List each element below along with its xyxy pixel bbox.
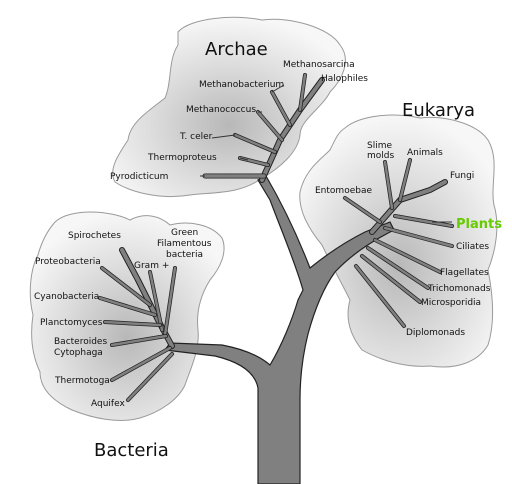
taxon-plants: Plants [456, 217, 502, 232]
taxon-methanobacterium: Methanobacterium [199, 80, 284, 90]
domain-label-eukarya: Eukarya [402, 100, 475, 121]
taxon-green-filamentous-line3: bacteria [166, 250, 203, 260]
taxon-methanococcus: Methanococcus [186, 105, 256, 115]
taxon-green-filamentous-line2: Filamentous [157, 239, 212, 249]
taxon-slime-molds-line1: Slime [367, 141, 392, 151]
taxon-proteobacteria: Proteobacteria [35, 257, 101, 267]
taxon-aquifex: Aquifex [91, 399, 125, 409]
taxon-thermotoga: Thermotoga [54, 376, 110, 386]
taxon-spirochetes: Spirochetes [68, 231, 121, 241]
taxon-green-filamentous-line1: Green [171, 228, 198, 238]
taxon-cyanobacteria: Cyanobacteria [34, 292, 99, 302]
taxon-animals: Animals [407, 148, 443, 158]
taxon-ciliates: Ciliates [456, 242, 489, 252]
taxon-slime-molds-line2: molds [367, 151, 394, 161]
taxon-fungi: Fungi [450, 171, 474, 181]
taxon-planctomyces: Planctomyces [40, 318, 103, 328]
taxon-bacteroides: Bacteroides [54, 337, 107, 347]
taxon-cytophaga: Cytophaga [54, 348, 103, 358]
taxon-t-celer: T. celer [179, 132, 213, 142]
taxon-entomoebae: Entomoebae [315, 186, 372, 196]
taxon-pyrodicticum: Pyrodicticum [110, 172, 168, 182]
taxon-halophiles: Halophiles [321, 74, 368, 84]
taxon-microsporidia: Microsporidia [421, 298, 481, 308]
taxon-trichomonads: Trichomonads [427, 284, 491, 294]
domain-label-bacteria: Bacteria [94, 440, 169, 461]
taxon-thermoproteus: Thermoproteus [147, 153, 217, 163]
taxon-diplomonads: Diplomonads [406, 328, 465, 338]
taxon-methanosarcina: Methanosarcina [283, 60, 355, 70]
domain-label-archae: Archae [205, 39, 268, 60]
taxon-flagellates: Flagellates [440, 268, 489, 278]
taxon-gram-positive: Gram + [134, 261, 169, 271]
